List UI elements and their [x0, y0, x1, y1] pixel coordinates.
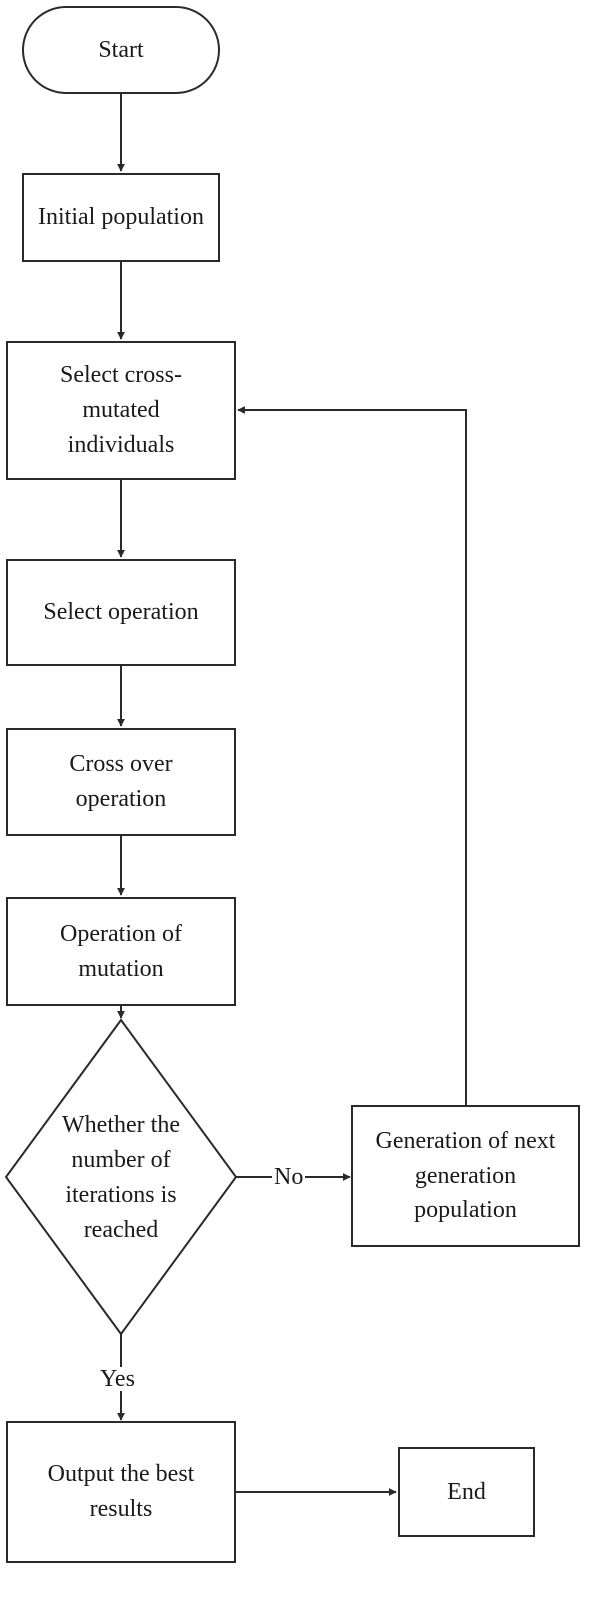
- select-operation-box: Select operation: [6, 559, 236, 666]
- select-cross-mutated-label: Select cross-mutated individuals: [60, 362, 182, 458]
- initial-population-label: Initial population: [38, 204, 204, 231]
- arrow-next-gen-loop-back: [237, 406, 467, 1105]
- decision-diamond: [4, 1018, 238, 1336]
- select-operation-label: Select operation: [43, 599, 199, 626]
- select-cross-mutated-box: Select cross-mutated individuals: [6, 341, 236, 480]
- no-edge-label: No: [272, 1164, 306, 1190]
- end-box: End: [398, 1447, 535, 1537]
- next-generation-box: Generation of next generation population: [351, 1105, 580, 1247]
- cross-over-label: Cross over operation: [69, 751, 173, 812]
- initial-population-box: Initial population: [22, 173, 220, 262]
- start-label: Start: [98, 36, 144, 63]
- end-label: End: [447, 1478, 486, 1505]
- decision-label-wrap: Whether the number of iterations is reac…: [50, 1090, 192, 1266]
- output-results-label: Output the best results: [47, 1461, 195, 1522]
- next-generation-label: Generation of next generation population: [375, 1127, 556, 1224]
- decision-label: Whether the number of iterations is reac…: [62, 1112, 180, 1243]
- yes-edge-label: Yes: [98, 1366, 137, 1392]
- cross-over-box: Cross over operation: [6, 728, 236, 836]
- output-results-box: Output the best results: [6, 1421, 236, 1563]
- mutation-label: Operation of mutation: [60, 920, 182, 982]
- start-terminal: Start: [22, 6, 220, 94]
- mutation-box: Operation of mutation: [6, 897, 236, 1006]
